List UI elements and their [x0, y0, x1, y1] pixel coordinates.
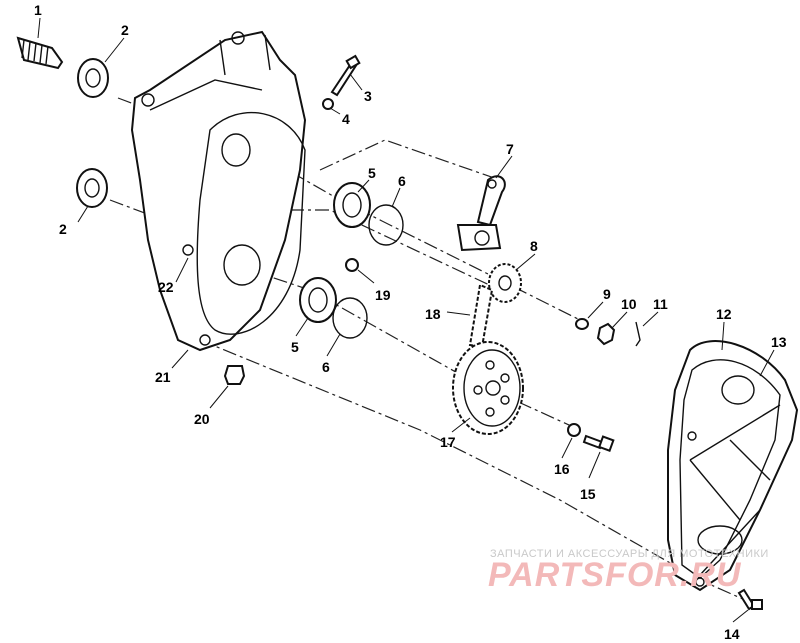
callout-1: 1 — [34, 2, 42, 18]
watermark-logo: PARTSFOR.RU — [488, 556, 742, 594]
chaincase-cover-part — [667, 340, 799, 592]
callout-2-lower: 2 — [59, 221, 67, 237]
callout-13: 13 — [771, 334, 787, 350]
callout-12: 12 — [716, 306, 732, 322]
sprocket-bolt-part — [582, 434, 615, 452]
cotter-pin-part — [635, 321, 641, 347]
callout-21: 21 — [155, 369, 171, 385]
upper-bearing-part — [333, 182, 371, 228]
callout-4: 4 — [342, 111, 350, 127]
callout-6-upper: 6 — [398, 173, 406, 189]
callout-2-upper: 2 — [121, 22, 129, 38]
callout-8: 8 — [530, 238, 538, 254]
upper-sprocket-part — [488, 263, 522, 303]
tensioner-arm-part — [456, 175, 506, 252]
lower-bearing-part — [299, 277, 337, 323]
drain-plug-part — [223, 365, 246, 385]
watermark-caption: ЗАПЧАСТИ И АКСЕССУАРЫ ДЛЯ МОТОТЕХНИКИ — [490, 548, 769, 560]
leader-lines — [37, 17, 775, 623]
lower-washer-part — [567, 423, 581, 437]
callout-5-upper: 5 — [368, 165, 376, 181]
drive-chain-part — [468, 283, 494, 349]
callout-17: 17 — [440, 434, 456, 450]
upper-o-ring-part — [368, 204, 404, 246]
callout-5-lower: 5 — [291, 339, 299, 355]
callout-18: 18 — [425, 306, 441, 322]
callout-22: 22 — [158, 279, 174, 295]
lower-seal-part — [76, 168, 108, 208]
callout-20: 20 — [194, 411, 210, 427]
callout-6-lower: 6 — [322, 359, 330, 375]
callout-16: 16 — [554, 461, 570, 477]
castle-nut-part — [596, 322, 616, 346]
callout-7: 7 — [506, 141, 514, 157]
callout-10: 10 — [621, 296, 637, 312]
splined-shaft-part — [16, 36, 64, 70]
callout-9: 9 — [603, 286, 611, 302]
callout-15: 15 — [580, 486, 596, 502]
cover-bolt-part — [737, 588, 763, 611]
small-nut-part — [345, 258, 359, 272]
washer-part — [575, 318, 589, 330]
tensioner-bolt-part — [330, 54, 361, 97]
watermark: ЗАПЧАСТИ И АКСЕССУАРЫ ДЛЯ МОТОТЕХНИКИ PA… — [488, 548, 769, 594]
callout-14: 14 — [724, 626, 740, 642]
callout-labels: 1 2 2 3 4 5 6 7 8 9 10 11 12 13 18 19 22… — [34, 2, 787, 642]
large-sprocket-part — [452, 341, 524, 435]
callout-3: 3 — [364, 88, 372, 104]
callout-19: 19 — [375, 287, 391, 303]
tensioner-nut-part — [322, 98, 334, 110]
callout-11: 11 — [653, 296, 668, 312]
chaincase-housing-part — [130, 30, 307, 352]
lower-o-ring-part — [332, 297, 368, 339]
upper-seal-part — [77, 58, 109, 98]
